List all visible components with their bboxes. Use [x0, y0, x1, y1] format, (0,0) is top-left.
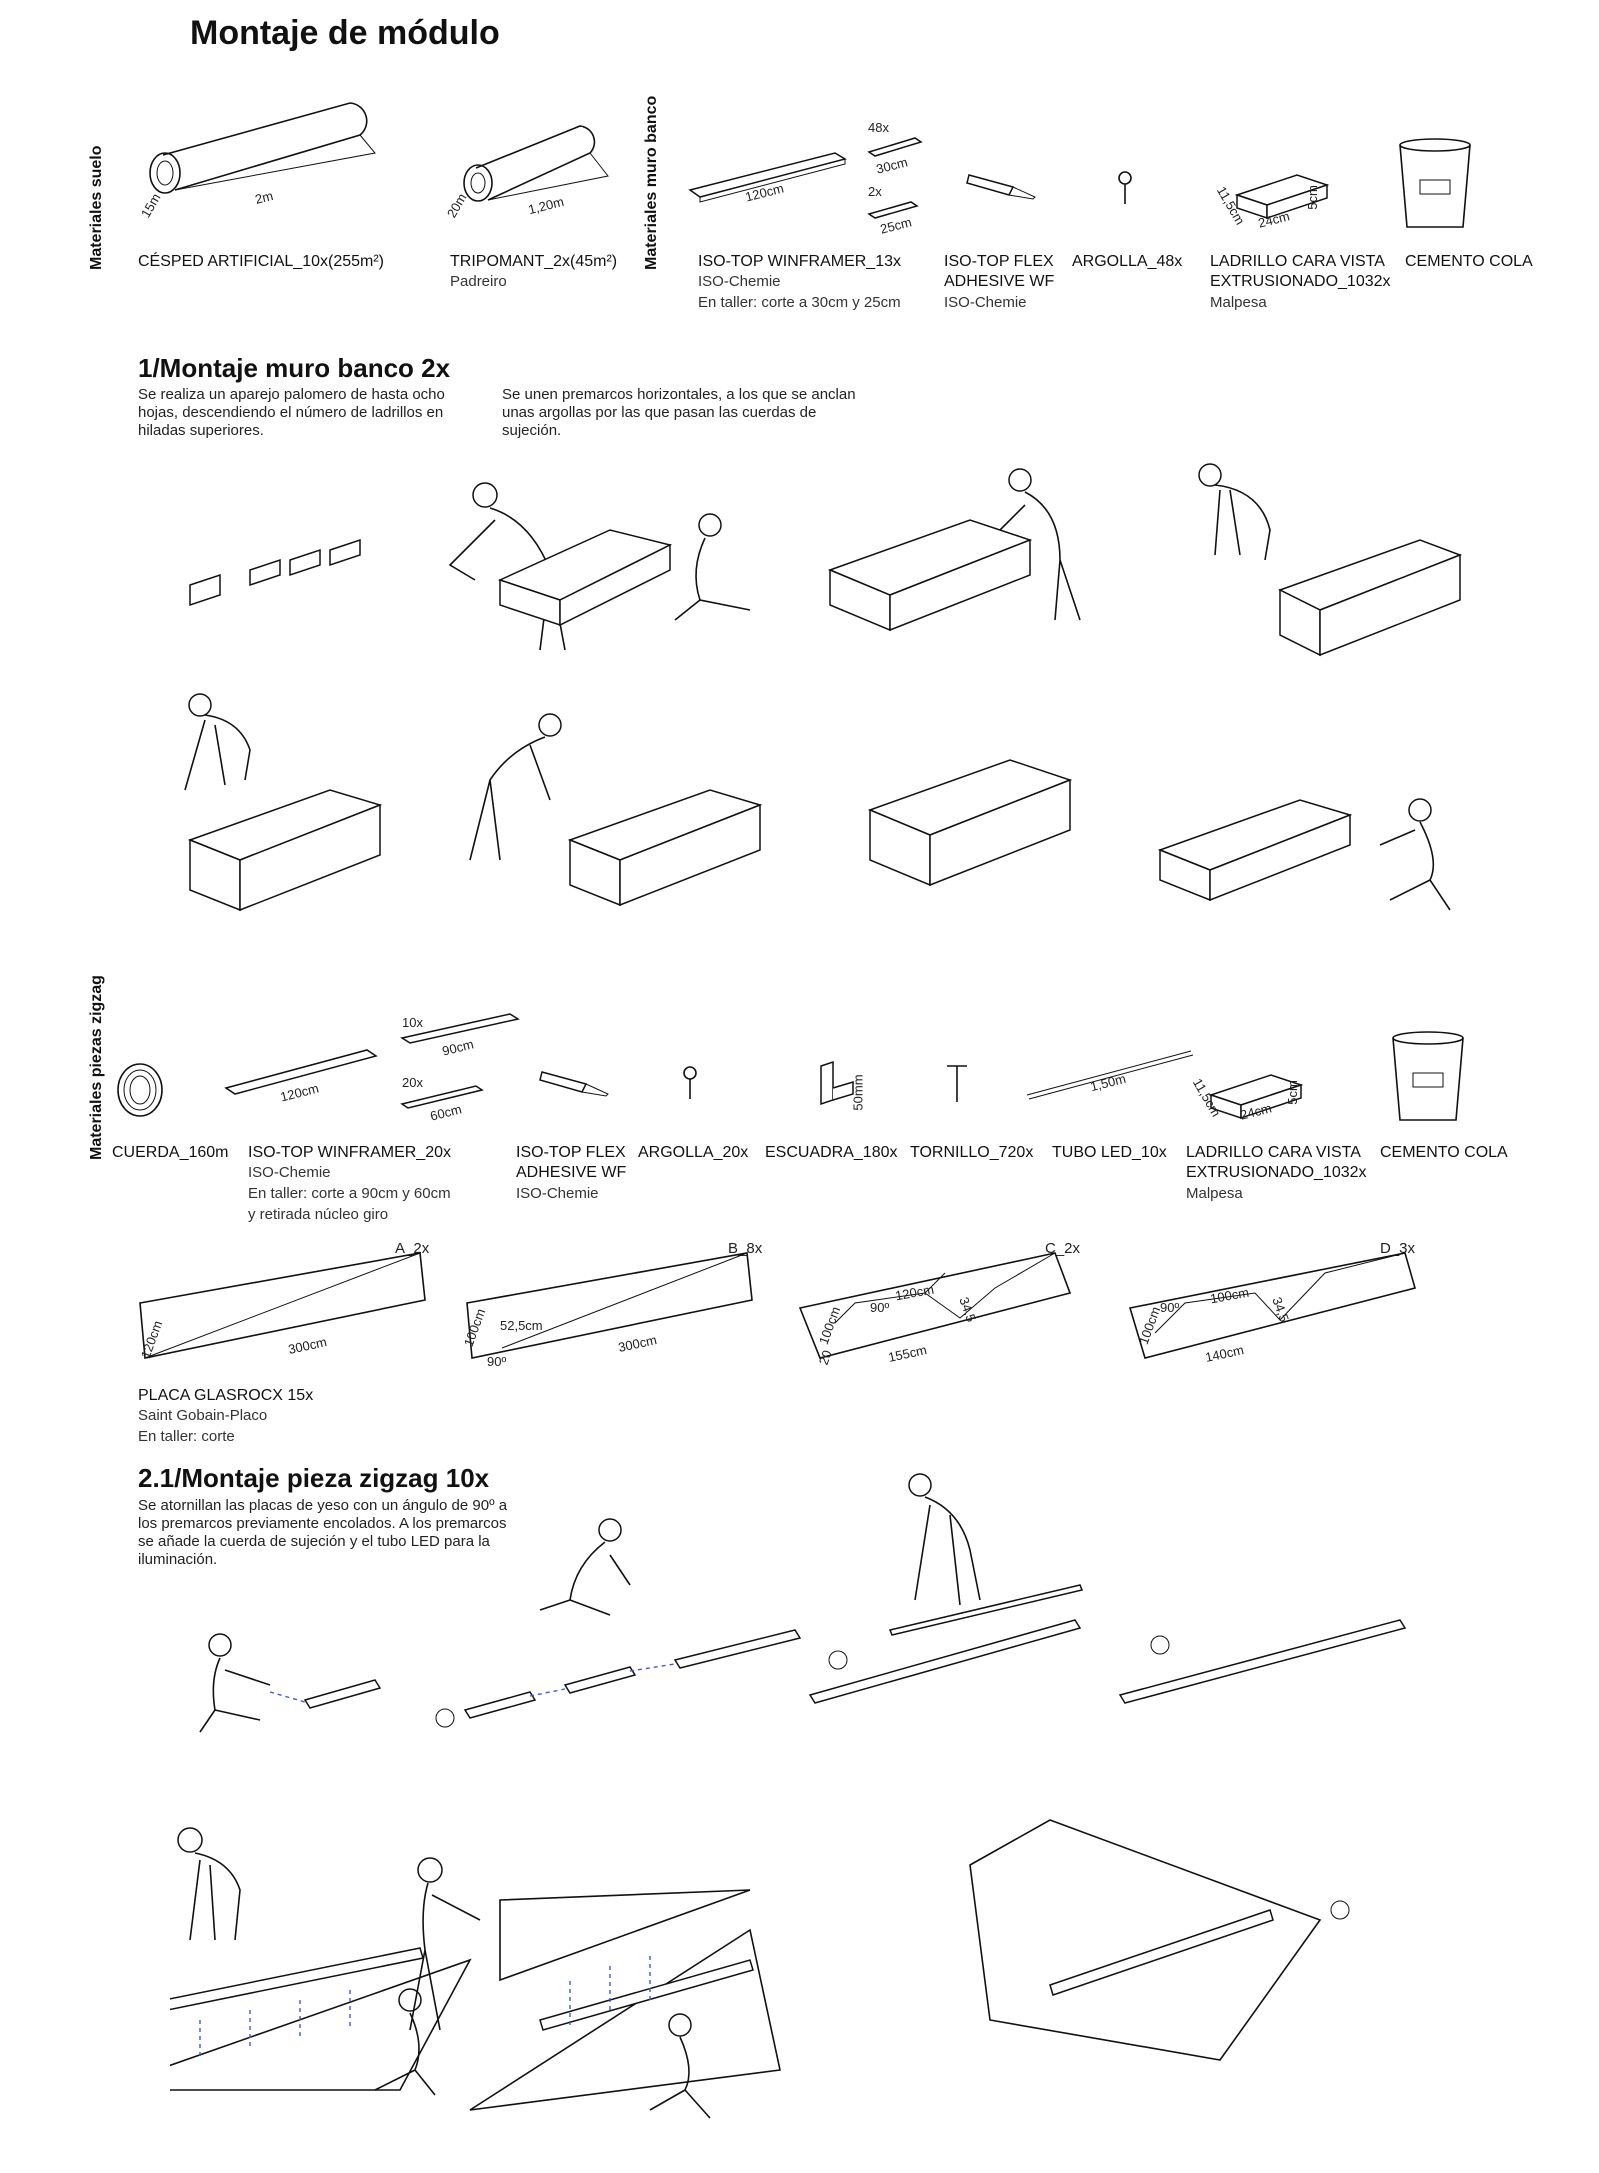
brick-wall-7 — [867, 759, 1073, 887]
placa-b-dim-4: 90º — [487, 1354, 507, 1369]
brick-wall-4 — [1198, 463, 1463, 657]
winframer-zz-brand: ISO-Chemie — [248, 1164, 331, 1181]
cesped-label: CÉSPED ARTIFICIAL_10x(255m²) — [138, 253, 385, 270]
adhesive-tube-drawing — [966, 174, 1036, 200]
zz-step-4 — [1118, 1619, 1407, 1704]
section1-text-a: Se realiza un aparejo palomero de hasta … — [138, 386, 445, 439]
brick-wall-5 — [184, 693, 383, 912]
placa-info-note: En taller: corte — [138, 1428, 235, 1445]
adhesive-zz-drawing — [539, 1071, 609, 1097]
winframer-piece-30-drawing — [867, 137, 923, 157]
argolla-label: ARGOLLA_48x — [1072, 253, 1183, 270]
tubo-led-drawing — [1026, 1050, 1194, 1100]
escuadra-drawing — [820, 1060, 854, 1106]
tripomant-roll-drawing — [463, 125, 609, 202]
section2-text: Se atornillan las placas de yeso con un … — [138, 1497, 508, 1568]
zz-step-2 — [435, 1518, 802, 1728]
winframer-zz-label: ISO-TOP WINFRAMER_20x — [248, 1144, 451, 1161]
ladrillo-zz-label-2: EXTRUSIONADO_1032x — [1186, 1164, 1367, 1181]
ladrillo-label-1: LADRILLO CARA VISTA — [1210, 253, 1385, 270]
escuadra-label: ESCUADRA_180x — [765, 1144, 898, 1161]
placa-b-drawing — [466, 1252, 753, 1359]
placa-b-label: B_8x — [728, 1240, 763, 1257]
tubo-led-label: TUBO LED_10x — [1052, 1144, 1167, 1161]
zz-step-3 — [808, 1473, 1084, 1704]
winframer-brand: ISO-Chemie — [698, 273, 781, 290]
adhesive-zz-brand: ISO-Chemie — [516, 1185, 599, 1202]
ladrillo-zz-label-1: LADRILLO CARA VISTA — [1186, 1144, 1361, 1161]
winframer-bar-drawing — [688, 152, 847, 203]
winframer-qty-48: 48x — [868, 120, 889, 135]
escuadra-dim: 50mm — [850, 1074, 866, 1111]
ladrillo-dim-3: 5cm — [1304, 185, 1320, 210]
argolla-drawing — [1118, 171, 1132, 204]
section1-heading: 1/Montaje muro banco 2x — [138, 353, 451, 383]
cemento-zz-bucket-drawing — [1392, 1031, 1464, 1121]
placa-d-drawing — [1128, 1252, 1416, 1359]
brick-wall-6 — [469, 713, 763, 907]
side-label-zigzag: Materiales piezas zigzag — [88, 975, 105, 1160]
argolla-zz-label: ARGOLLA_20x — [638, 1144, 749, 1161]
winframer-qty-2: 2x — [868, 184, 882, 199]
argolla-zz-drawing — [683, 1066, 697, 1099]
ladrillo-zz-drawing — [1208, 1074, 1304, 1120]
adhesive-brand: ISO-Chemie — [944, 294, 1027, 311]
zz-step-6 — [409, 1857, 781, 2119]
ladrillo-zz-brand: Malpesa — [1186, 1185, 1243, 1202]
winframer-zz-qty-20: 20x — [402, 1075, 423, 1090]
ladrillo-drawing — [1234, 174, 1330, 220]
placa-d-label: D_3x — [1380, 1240, 1416, 1257]
tripomant-label: TRIPOMANT_2x(45m²) — [450, 253, 618, 270]
winframer-zz-60-drawing — [400, 1085, 484, 1109]
winframer-zz-note-1: En taller: corte a 90cm y 60cm — [248, 1185, 451, 1202]
brick-row-1 — [189, 538, 361, 607]
winframer-piece-25-drawing — [867, 201, 919, 219]
placa-a-drawing — [139, 1252, 426, 1359]
brick-wall-2 — [497, 513, 751, 627]
brick-wall-8 — [1157, 798, 1451, 911]
page-title: Montaje de módulo — [190, 14, 500, 52]
muro-steps-illustration — [184, 463, 1463, 912]
tornillo-drawing — [947, 1065, 967, 1102]
ladrillo-zz-dim-3: 5cm — [1284, 1080, 1300, 1105]
side-label-muro: Materiales muro banco — [643, 95, 660, 270]
section1-text-b: Se unen premarcos horizontales, a los qu… — [502, 386, 856, 439]
winframer-zz-note-2: y retirada núcleo giro — [248, 1206, 389, 1223]
adhesive-label-2: ADHESIVE WF — [944, 273, 1055, 290]
cemento-zz-label: CEMENTO COLA — [1380, 1144, 1508, 1161]
winframer-label: ISO-TOP WINFRAMER_13x — [698, 253, 901, 270]
cuerda-label: CUERDA_160m — [112, 1144, 229, 1161]
section2-heading: 2.1/Montaje pieza zigzag 10x — [138, 1463, 490, 1493]
adhesive-zz-label-1: ISO-TOP FLEX — [516, 1144, 626, 1161]
ladrillo-label-2: EXTRUSIONADO_1032x — [1210, 273, 1391, 290]
placa-c-dim-2: 90º — [870, 1300, 890, 1315]
placa-info-name: PLACA GLASROCX 15x — [138, 1387, 314, 1404]
cuerda-drawing — [117, 1063, 163, 1117]
zz-step-5 — [170, 1827, 472, 2096]
adhesive-label-1: ISO-TOP FLEX — [944, 253, 1054, 270]
zz-step-7 — [969, 1819, 1350, 2061]
brick-wall-3 — [827, 468, 1081, 632]
ladrillo-brand: Malpesa — [1210, 294, 1267, 311]
winframer-zz-bar-drawing — [224, 1049, 378, 1095]
adhesive-zz-label-2: ADHESIVE WF — [516, 1164, 627, 1181]
zigzag-steps-illustration — [170, 1473, 1407, 2119]
cemento-label: CEMENTO COLA — [1405, 253, 1533, 270]
winframer-zz-90-drawing — [400, 1013, 520, 1044]
winframer-zz-qty-10: 10x — [402, 1015, 423, 1030]
zz-step-1 — [199, 1633, 382, 1733]
tornillo-label: TORNILLO_720x — [910, 1144, 1034, 1161]
placa-info-brand: Saint Gobain-Placo — [138, 1407, 268, 1424]
winframer-note: En taller: corte a 30cm y 25cm — [698, 294, 901, 311]
placa-b-dim-2: 52,5cm — [500, 1318, 543, 1333]
tripomant-brand: Padreiro — [450, 273, 507, 290]
cemento-bucket-drawing — [1399, 138, 1471, 228]
side-label-suelo: Materiales suelo — [88, 145, 105, 271]
placa-d-dim-3: 90º — [1160, 1300, 1180, 1315]
placa-c-drawing — [798, 1252, 1072, 1359]
cesped-roll-drawing — [149, 102, 376, 194]
